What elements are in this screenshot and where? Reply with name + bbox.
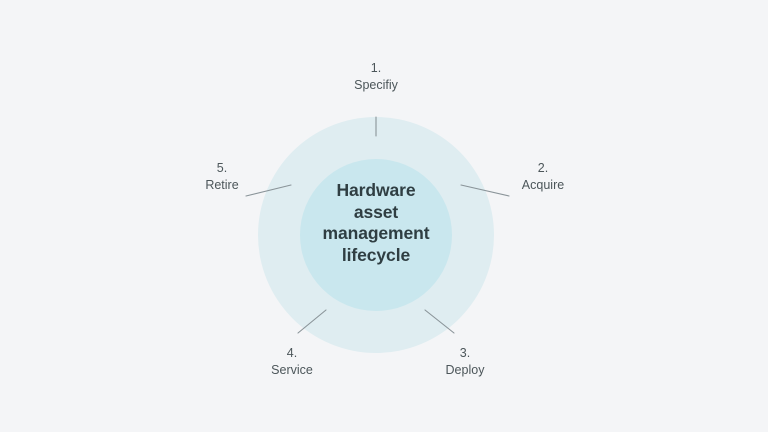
node-label-specifiy: 1. Specifiy (321, 60, 431, 94)
connector-line-service (297, 309, 327, 334)
connector-line-retire (245, 184, 292, 197)
node-name: Acquire (521, 178, 565, 192)
node-name: Service (271, 363, 313, 377)
node-number: 2. (537, 161, 549, 175)
node-number: 4. (286, 346, 298, 360)
node-label-retire: 5. Retire (167, 160, 277, 194)
node-name: Retire (205, 178, 239, 192)
node-label-service: 4. Service (237, 345, 347, 379)
node-label-deploy: 3. Deploy (410, 345, 520, 379)
inner-circle (300, 159, 452, 311)
connector-line-acquire (460, 184, 510, 197)
connector-lines (245, 116, 510, 334)
connector-line-deploy (424, 309, 455, 334)
node-name: Deploy (445, 363, 485, 377)
node-number: 1. (370, 61, 382, 75)
node-name: Specifiy (354, 78, 398, 92)
node-number: 5. (216, 161, 228, 175)
node-number: 3. (459, 346, 471, 360)
node-label-acquire: 2. Acquire (488, 160, 598, 194)
